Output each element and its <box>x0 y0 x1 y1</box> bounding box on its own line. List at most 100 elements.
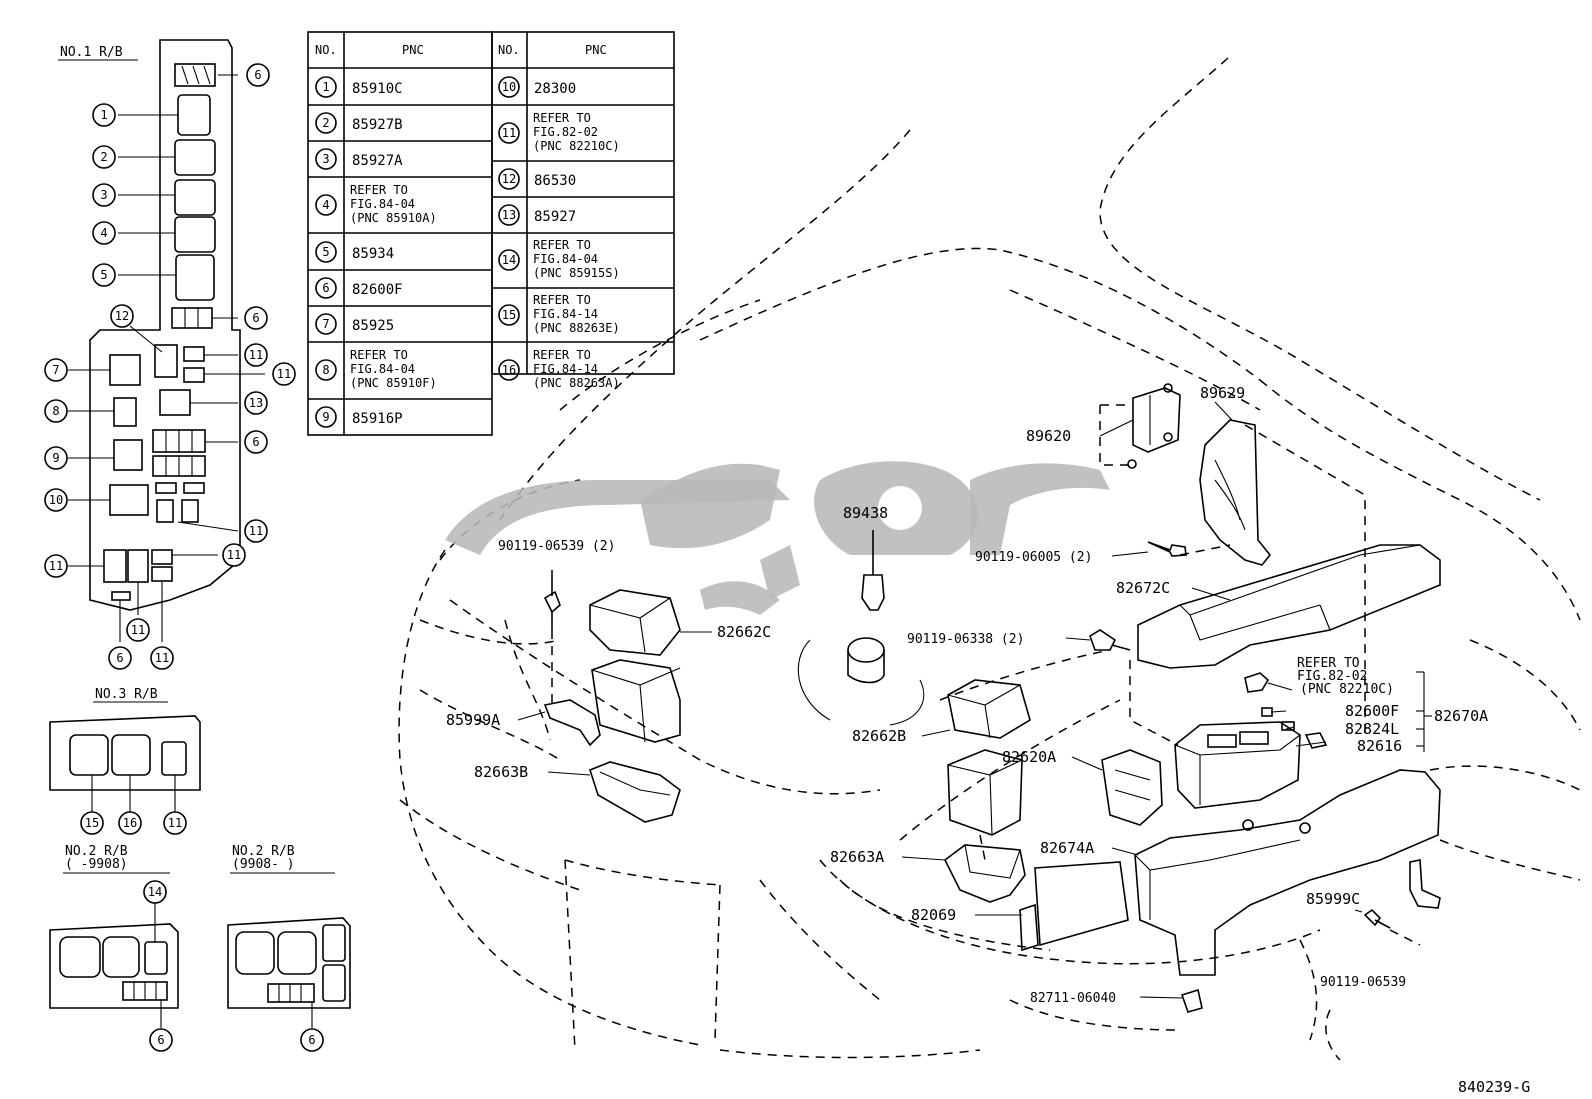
row-number: 7 <box>322 317 329 331</box>
table-row: 13 85927 <box>498 204 576 226</box>
table-row: 15 REFER TO FIG.84-14 (PNC 88263E) <box>498 293 620 335</box>
table-row: 3 85927A <box>315 148 403 170</box>
pnc-value: 85927A <box>352 153 403 169</box>
table-row: 7 85925 <box>315 313 394 335</box>
relay-box-no2-early: NO.2 R/B ( -9908) 14 6 <box>49 844 179 1052</box>
no2b-rb-title: NO.2 R/B <box>232 844 295 859</box>
part-label: 90119-06539 <box>1320 975 1406 990</box>
part-label: REFER TO <box>1297 656 1360 671</box>
table-row: 6 82600F <box>315 277 403 299</box>
row-number: 3 <box>322 152 329 166</box>
part-label: 82616 <box>1357 737 1402 755</box>
pnc-value: FIG.84-14 <box>533 307 598 321</box>
row-number: 8 <box>322 363 329 377</box>
pnc-value: FIG.84-14 <box>533 362 598 376</box>
row-number: 1 <box>322 80 329 94</box>
pnc-value: FIG.84-04 <box>533 252 598 266</box>
vehicle-outline <box>398 57 1581 1061</box>
table-header-pnc: PNC <box>585 43 607 57</box>
parts-illustration <box>543 383 1441 1013</box>
callout-number: 14 <box>148 885 162 899</box>
callout-number: 11 <box>155 651 169 665</box>
part-label: 82672C <box>1116 579 1170 597</box>
table-row: 9 85916P <box>315 406 403 428</box>
figure-code: 840239-G <box>1458 1078 1530 1096</box>
row-number: 11 <box>502 126 516 140</box>
part-label: 82674A <box>1040 839 1094 857</box>
pnc-value: 28300 <box>534 81 576 97</box>
part-label: 90119-06005 (2) <box>975 550 1092 565</box>
part-label: 85999A <box>446 711 500 729</box>
callout-number: 6 <box>252 435 259 449</box>
watermark-logo <box>445 461 1110 615</box>
table-row: 5 85934 <box>315 241 394 263</box>
part-label: 89438 <box>843 504 888 522</box>
callout-number: 12 <box>115 309 129 323</box>
row-number: 6 <box>322 281 329 295</box>
part-label: 82663B <box>474 763 528 781</box>
callout-number: 11 <box>277 367 291 381</box>
relay-box-no2-late: NO.2 R/B (9908- ) 6 <box>227 844 351 1052</box>
callout-number: 2 <box>100 150 107 164</box>
table-row: 10 28300 <box>498 76 576 98</box>
callout-number: 7 <box>52 363 59 377</box>
pnc-value: 85910C <box>352 81 403 97</box>
pnc-value: 82600F <box>352 282 403 298</box>
callout-number: 11 <box>168 816 182 830</box>
callout-number: 10 <box>49 493 63 507</box>
row-number: 14 <box>502 253 516 267</box>
no1-callouts: 6 1 2 3 4 5 6 12 11 11 7 8 13 6 9 10 11 … <box>44 63 296 670</box>
row-number: 9 <box>322 410 329 424</box>
table-row: 1 85910C <box>315 76 403 98</box>
part-label: 89620 <box>1026 427 1071 445</box>
relay-box-no1: NO.1 R/B <box>44 39 296 670</box>
pnc-table: NO. PNC NO. PNC 1 85910C 2 85927B 3 8592… <box>307 31 675 436</box>
part-label: 82069 <box>911 906 956 924</box>
row-number: 16 <box>502 363 516 377</box>
part-label: 82711-06040 <box>1030 991 1116 1006</box>
pnc-value: FIG.82-02 <box>533 125 598 139</box>
pnc-value: (PNC 88263A) <box>533 376 620 390</box>
callout-number: 11 <box>249 348 263 362</box>
pnc-value: 85927 <box>534 209 576 225</box>
callout-number: 6 <box>157 1033 164 1047</box>
table-row: 16 REFER TO FIG.84-14 (PNC 88263A) <box>498 348 620 390</box>
part-label: 82662B <box>852 727 906 745</box>
table-header-pnc: PNC <box>402 43 424 57</box>
no2a-rb-title: NO.2 R/B <box>65 844 128 859</box>
callout-number: 6 <box>252 311 259 325</box>
no1-rb-title: NO.1 R/B <box>60 45 123 60</box>
row-number: 5 <box>322 245 329 259</box>
row-number: 4 <box>322 198 329 212</box>
part-label: FIG.82-02 <box>1297 669 1367 684</box>
table-row: 14 REFER TO FIG.84-04 (PNC 85915S) <box>498 238 620 280</box>
table-row: 8 REFER TO FIG.84-04 (PNC 85910F) <box>315 348 437 390</box>
pnc-value: REFER TO <box>533 293 591 307</box>
table-header-no: NO. <box>498 43 520 57</box>
leader-lines <box>517 401 1432 999</box>
part-label: 82600F <box>1345 702 1399 720</box>
pnc-value: REFER TO <box>533 111 591 125</box>
callout-number: 4 <box>100 226 107 240</box>
table-row: 12 86530 <box>498 168 576 190</box>
pnc-value: FIG.84-04 <box>350 197 415 211</box>
part-label: 82663A <box>830 848 884 866</box>
part-label: (PNC 82210C) <box>1300 682 1394 697</box>
pnc-value: REFER TO <box>533 348 591 362</box>
pnc-value: REFER TO <box>350 348 408 362</box>
callout-number: 5 <box>100 268 107 282</box>
no3-rb-title: NO.3 R/B <box>95 687 158 702</box>
callout-number: 13 <box>249 396 263 410</box>
callout-number: 6 <box>254 68 261 82</box>
callout-number: 11 <box>227 548 241 562</box>
pnc-value: REFER TO <box>533 238 591 252</box>
part-labels: 89629 89620 89438 90119-06539 (2) 90119-… <box>446 384 1530 1096</box>
callout-number: 3 <box>100 188 107 202</box>
no2b-rb-range: (9908- ) <box>232 857 295 872</box>
callout-number: 11 <box>249 524 263 538</box>
table-row: 11 REFER TO FIG.82-02 (PNC 82210C) <box>498 111 620 153</box>
pnc-value: (PNC 85915S) <box>533 266 620 280</box>
row-number: 13 <box>502 208 516 222</box>
row-number: 2 <box>322 116 329 130</box>
